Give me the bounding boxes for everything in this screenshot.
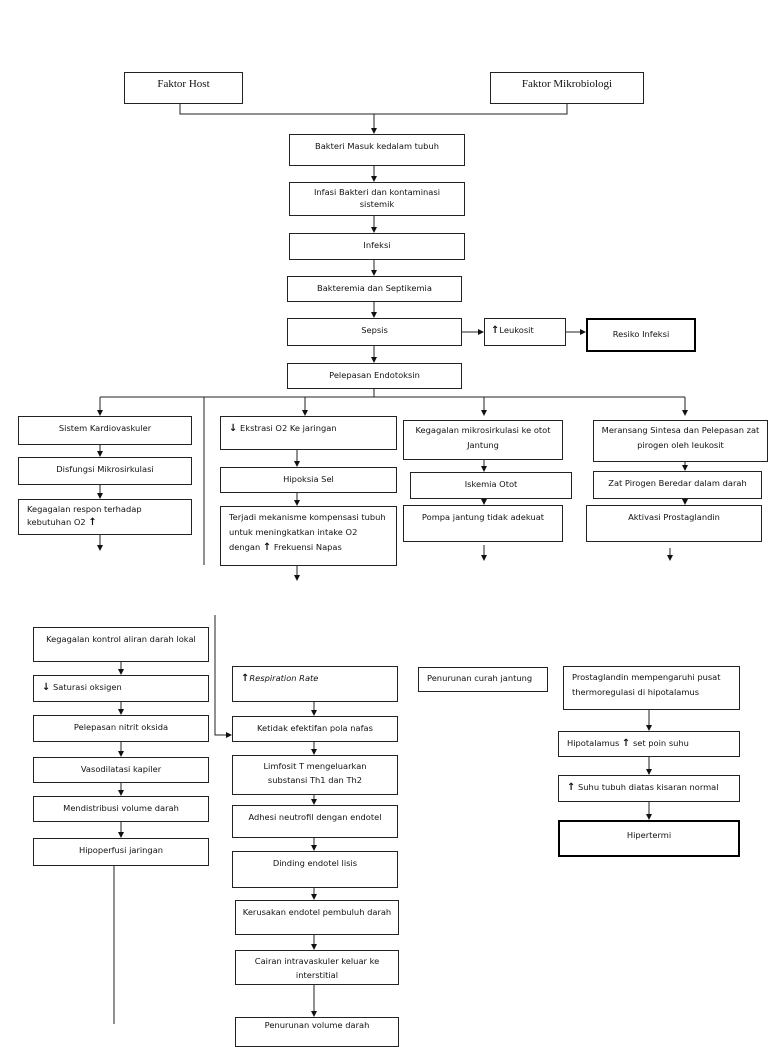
arrow-up-icon: ↑ [567,782,576,793]
faktor-mikrobiologi-box: Faktor Mikrobiologi [490,72,644,104]
bakteremia-box: Bakteremia dan Septikemia [287,276,462,302]
connector-lines [97,104,688,1024]
meransang-sintesa-box: Meransang Sintesa dan Pelepasan zat piro… [593,420,768,462]
prostaglandin-box: Prostaglandin mempengaruhi pusat thermor… [563,666,740,710]
arrow-down-icon: ↓ [42,682,51,693]
set-poin-label: set poin suhu [632,738,689,748]
aktivasi-prostaglandin-box: Aktivasi Prostaglandin [586,505,762,542]
mendistribusi-box: Mendistribusi volume darah [33,796,209,822]
faktor-host-box: Faktor Host [124,72,243,104]
hipertermi-box: Hipertermi [558,820,740,857]
kegagalan-respon-label: Kegagalan respon terhadap kebutuhan O2 [27,504,142,527]
adhesi-box: Adhesi neutrofil dengan endotel [232,805,398,838]
mekanisme-kompensasi-box: Terjadi mekanisme kompensasi tubuh untuk… [220,506,397,566]
frekuensi-napas-label: Frekuensi Napas [273,542,342,552]
infeksi-box: Infeksi [289,233,465,260]
disfungsi-mikrosirkulasi-box: Disfungsi Mikrosirkulasi [18,457,192,485]
kegagalan-respon-box: Kegagalan respon terhadap kebutuhan O2 ↑ [18,499,192,535]
hipoperfusi-box: Hipoperfusi jaringan [33,838,209,866]
saturasi-label: Saturasi oksigen [53,682,122,692]
kompensasi-label: Terjadi mekanisme kompensasi tubuh untuk… [229,512,386,552]
limfosit-box: Limfosit T mengeluarkan substansi Th1 da… [232,755,398,795]
hipotalamus-box: Hipotalamus ↑ set poin suhu [558,731,740,757]
arrow-up-icon: ↑ [241,673,250,684]
pelepasan-nitrit-box: Pelepasan nitrit oksida [33,715,209,742]
vasodilatasi-box: Vasodilatasi kapiler [33,757,209,783]
ketidak-efektifan-box: Ketidak efektifan pola nafas [232,716,398,742]
infasi-bakteri-box: Infasi Bakteri dan kontaminasi sistemik [289,182,465,216]
sepsis-box: Sepsis [287,318,462,346]
leukosit-box: ↑Leukosit [484,318,566,346]
penurunan-volume-box: Penurunan volume darah [235,1017,399,1047]
sistem-kardiovaskuler-box: Sistem Kardiovaskuler [18,416,192,445]
arrow-up-icon: ↑ [262,542,272,553]
respiration-rate-label: Respiration Rate [249,673,319,683]
suhu-label: Suhu tubuh diatas kisaran normal [578,782,719,792]
arrow-down-icon: ↓ [229,423,238,434]
respiration-rate-box: ↑Respiration Rate [232,666,398,702]
pelepasan-endotoksin-box: Pelepasan Endotoksin [287,363,462,389]
dinding-endotel-box: Dinding endotel lisis [232,851,398,888]
leukosit-label: Leukosit [499,325,534,335]
kerusakan-endotel-box: Kerusakan endotel pembuluh darah [235,900,399,935]
hipotalamus-label: Hipotalamus [567,738,620,748]
kegagalan-kontrol-box: Kegagalan kontrol aliran darah lokal [33,627,209,662]
ekstrasi-o2-box: ↓ Ekstrasi O2 Ke jaringan [220,416,397,450]
cairan-intravaskuler-box: Cairan intravaskuler keluar ke interstit… [235,950,399,985]
saturasi-oksigen-box: ↓ Saturasi oksigen [33,675,209,702]
arrow-up-icon: ↑ [88,517,97,528]
suhu-tubuh-box: ↑ Suhu tubuh diatas kisaran normal [558,775,740,802]
pompa-jantung-box: Pompa jantung tidak adekuat [403,505,563,542]
ekstrasi-label: Ekstrasi O2 Ke jaringan [240,423,337,433]
hipoksia-sel-box: Hipoksia Sel [220,467,397,493]
arrow-up-icon: ↑ [621,738,631,749]
iskemia-otot-box: Iskemia Otot [410,472,572,499]
kegagalan-mikrosirkulasi-box: Kegagalan mikrosirkulasi ke otot Jantung [403,420,563,460]
penurunan-curah-jantung-box: Penurunan curah jantung [418,667,548,692]
zat-pirogen-box: Zat Pirogen Beredar dalam darah [593,471,762,499]
arrow-up-icon: ↑ [491,325,500,336]
bakteri-masuk-box: Bakteri Masuk kedalam tubuh [289,134,465,166]
resiko-infeksi-box: Resiko Infeksi [586,318,696,352]
